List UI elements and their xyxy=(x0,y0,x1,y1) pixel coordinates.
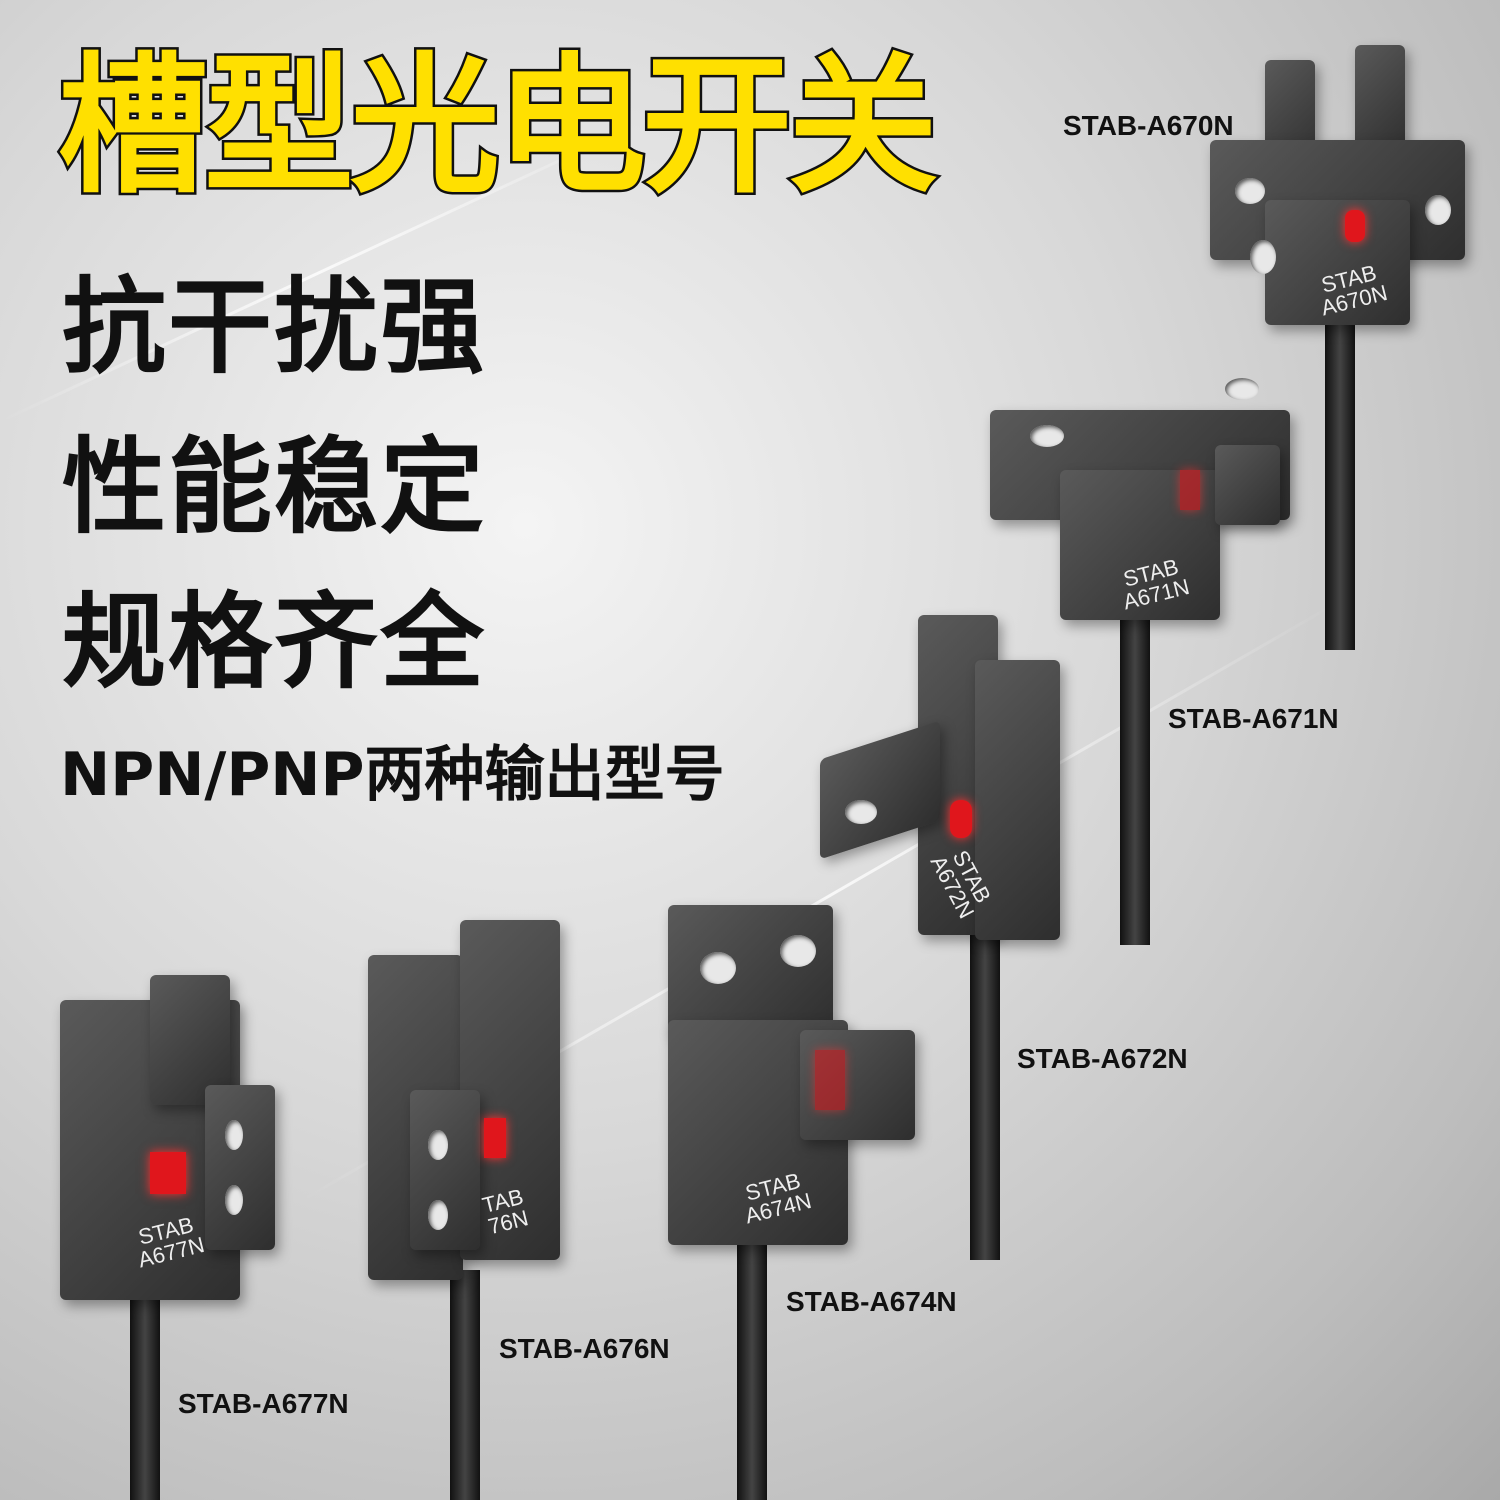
model-label-a676n: STAB-A676N xyxy=(499,1333,670,1364)
model-label-a672n: STAB-A672N xyxy=(1017,1043,1188,1074)
model-label-a671n: STAB-A671N xyxy=(1168,703,1339,734)
feature-3: 规格齐全 xyxy=(62,581,487,703)
feature-1: 抗干扰强 xyxy=(62,266,487,388)
output-types: NPN/PNP两种输出型号 xyxy=(60,740,725,810)
model-label-a677n: STAB-A677N xyxy=(178,1388,349,1419)
headline: 槽型光电开关 xyxy=(55,40,940,214)
feature-2: 性能稳定 xyxy=(62,426,487,548)
model-label-a674n: STAB-A674N xyxy=(786,1286,957,1317)
model-label-a670n: STAB-A670N xyxy=(1063,110,1234,141)
